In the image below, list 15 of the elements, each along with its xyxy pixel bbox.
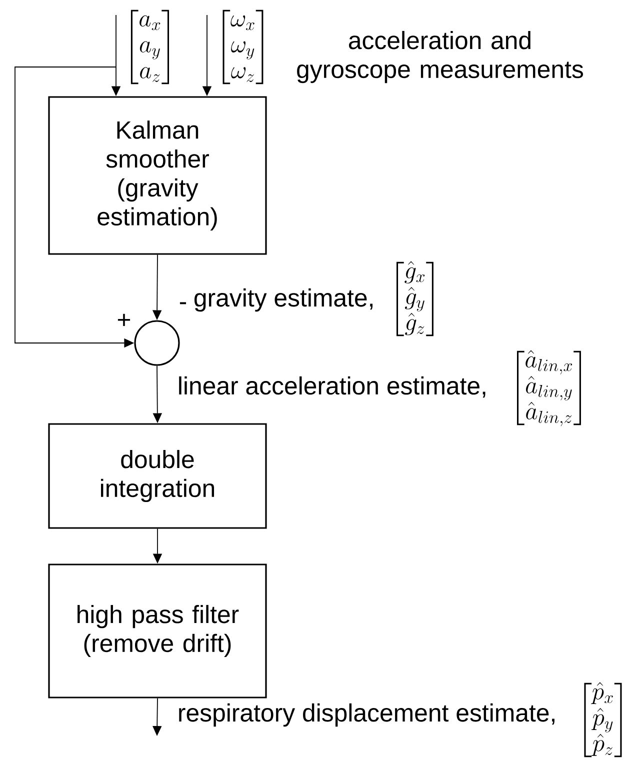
process-box: high pass filter (remove drift): [48, 564, 267, 698]
edge-label: respiratory displacement estimate,: [179, 703, 554, 727]
output-vector: $\begin{bmatrix}\hat{g}_x\\\hat{g}_y\\\hat{g}_z\end{bmatrix}$: [396, 261, 434, 336]
sign-label: +: [118, 314, 130, 326]
output-vector: $\begin{bmatrix}\hat{a}_{lin,x}\\\hat{a}_{lin,y}\\\hat{a}_{lin,z}\end{bmatrix}$: [517, 350, 581, 426]
output-vector: $\begin{bmatrix}\hat{p}_x\\\hat{p}_y\\\hat{p}_z\end{bmatrix}$: [584, 682, 622, 758]
sign-label: -: [180, 302, 186, 304]
edge-label: gravity estimate,: [194, 288, 372, 312]
process-box: double integration: [48, 423, 267, 529]
summing-junction: [134, 320, 180, 366]
edge-label: linear acceleration estimate,: [179, 376, 486, 398]
caption-text: acceleration and gyroscope measurements: [297, 30, 583, 84]
input-vector: $\begin{bmatrix}a_x\\a_y\\a_z\end{bmatrix}$: [130, 10, 170, 84]
input-vector: $\begin{bmatrix}\omega_x\\\omega_y\\\omega_z\end{bmatrix}$: [222, 10, 264, 84]
process-box: Kalman smoother (gravity estimation): [48, 96, 267, 255]
